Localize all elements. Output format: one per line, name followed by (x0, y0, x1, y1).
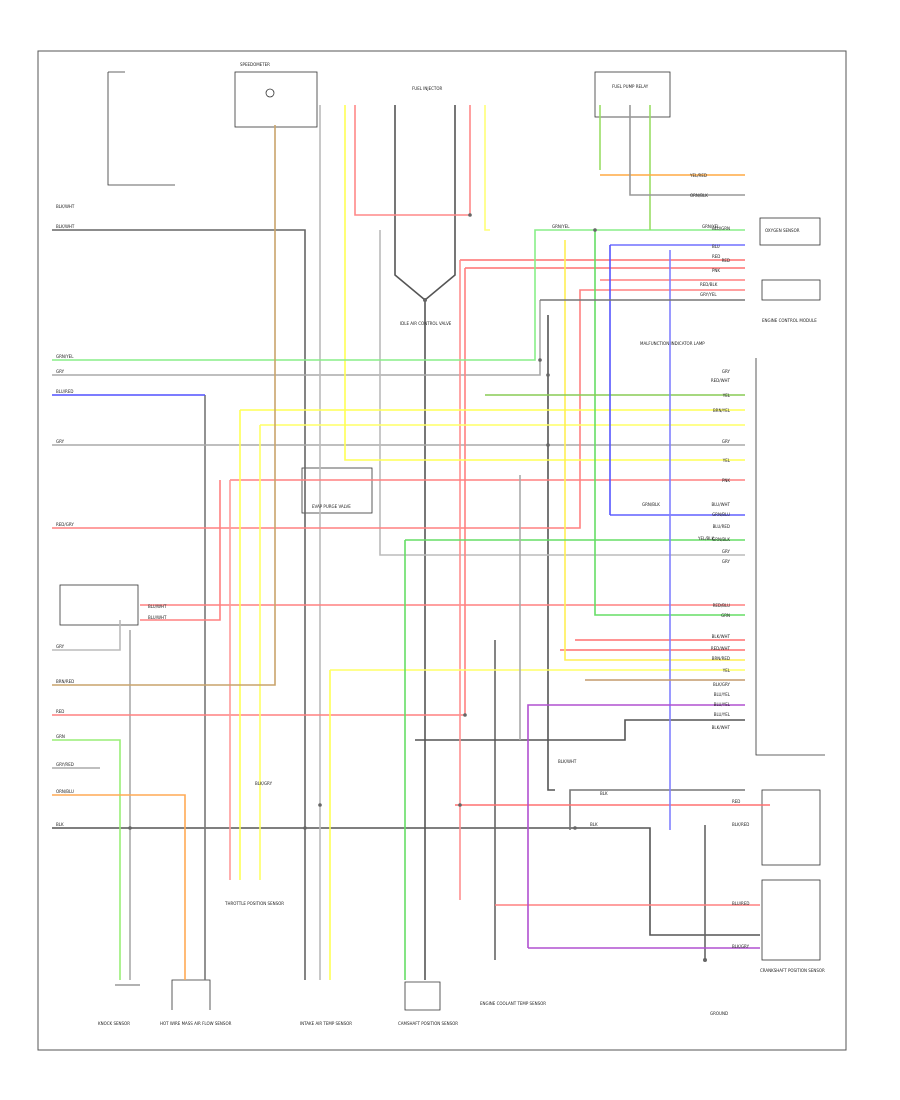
wire-label: GRY/YEL (700, 292, 717, 297)
left-label: GRN/YEL (56, 354, 74, 359)
component-oxygen-sensor: OXYGEN SENSOR (765, 228, 800, 233)
pin-label: YEL (722, 458, 731, 463)
wire-label: BLK/WHT (558, 759, 577, 764)
pin-label: BRN/RED (712, 656, 730, 661)
pin-label: BLK/WHT (712, 725, 731, 730)
component-iac-valve: IDLE AIR CONTROL VALVE (400, 321, 452, 326)
wire-label: BLU/RED (732, 901, 749, 906)
component-ground: GROUND (710, 1011, 728, 1016)
left-label: GRN (56, 734, 65, 739)
wire-label: BLU/WHT (148, 604, 167, 609)
pin-label: BLU/RED (713, 524, 730, 529)
component-ckp-sensor: CRANKSHAFT POSITION SENSOR (760, 968, 825, 973)
pin-label: RED/WHT (711, 378, 731, 383)
ecm-pin-labels: BLU/GRN RED GRY RED/WHT YEL BRN/YEL GRY … (711, 226, 731, 730)
pin-label: BLK/WHT (712, 634, 731, 639)
left-label: GRY/RED (56, 762, 74, 767)
pin-label: RED/BLU (713, 603, 731, 608)
wire-label: BLK (590, 822, 598, 827)
left-labels: BLK/WHT BLK/WHT GRN/YEL GRY BLU/RED GRY … (56, 204, 75, 827)
bottom-right-labels: BLK/WHT BLK RED BLK/RED BLK BLU/RED BLK/… (558, 759, 750, 949)
left-label: GRY (56, 644, 65, 649)
component-ecm: ENGINE CONTROL MODULE (762, 318, 817, 323)
wire-label: ORN/BLK (690, 193, 708, 198)
left-label: ORN/BLU (56, 789, 74, 794)
pin-label: PNK (722, 478, 730, 483)
left-label: BLK/WHT (56, 224, 75, 229)
pin-label: BLU/YEL (714, 712, 731, 717)
left-label: BLK (56, 822, 64, 827)
pin-label: RED/WHT (711, 646, 731, 651)
component-boxes (59, 71, 825, 1011)
component-maf-sensor: HOT WIRE MASS AIR FLOW SENSOR (160, 1021, 232, 1026)
component-ect-sensor: ENGINE COOLANT TEMP SENSOR (480, 1001, 546, 1006)
mid-labels: BLU/WHT BLU/WHT BLK/GRY YEL/BLK GRN/BLK (148, 502, 715, 786)
pin-label: BLU/YEL (714, 702, 731, 707)
pin-label: GRN (721, 613, 730, 618)
pin-label: BRN/YEL (713, 408, 731, 413)
wire-label: YEL/BLK (697, 536, 715, 541)
component-fuel-pump-relay: FUEL PUMP RELAY (612, 84, 649, 89)
wire-label: BLU/WHT (148, 615, 167, 620)
wire-label: GRN/YEL (702, 224, 720, 229)
pin-label: GRY (722, 439, 731, 444)
component-evap-valve: EVAP PURGE VALVE (312, 504, 351, 509)
wire-label: BLK/RED (732, 822, 749, 827)
top-right-labels: YEL/RED ORN/BLK GRN/YEL GRN/YEL BLU RED … (552, 173, 720, 297)
wire-label: PNK (712, 268, 720, 273)
pin-label: YEL (722, 668, 731, 673)
wire-label: RED/BLK (700, 282, 718, 287)
wire-label: GRN/BLK (642, 502, 660, 507)
wire-label: BLK/GRY (255, 781, 273, 786)
pin-label: GRY (722, 369, 731, 374)
component-iat-sensor: INTAKE AIR TEMP SENSOR (300, 1021, 352, 1026)
wires (52, 105, 770, 980)
left-label: BLU/RED (56, 389, 73, 394)
wire-label: BLU (712, 244, 720, 249)
wire-label: BLK/GRY (732, 944, 750, 949)
wire-label: YEL/RED (689, 173, 707, 178)
pin-label: BLU/WHT (712, 502, 731, 507)
component-cmp-sensor: CAMSHAFT POSITION SENSOR (398, 1021, 458, 1026)
pin-label: BLU/YEL (714, 692, 731, 697)
left-label: BLK/WHT (56, 204, 75, 209)
pin-label: YEL (722, 393, 731, 398)
wire-label: BLK (600, 791, 608, 796)
left-label: GRY (56, 369, 65, 374)
wire-label: RED (712, 254, 720, 259)
component-captions: KNOCK SENSOR HOT WIRE MASS AIR FLOW SENS… (98, 62, 825, 1026)
pin-label: GRN/BLU (712, 512, 730, 517)
wire-label: RED (732, 799, 740, 804)
left-label: GRY (56, 439, 65, 444)
component-mil: MALFUNCTION INDICATOR LAMP (640, 341, 705, 346)
component-tps: THROTTLE POSITION SENSOR (224, 901, 284, 906)
diagram-frame (37, 50, 847, 1051)
left-label: BRN/RED (56, 679, 74, 684)
component-speedometer: SPEEDOMETER (240, 62, 270, 67)
pin-label: RED (722, 258, 730, 263)
pin-label: GRY (722, 559, 731, 564)
component-fuel-injector: FUEL INJECTOR (412, 86, 443, 91)
left-label: RED/GRY (56, 522, 74, 527)
connectors (128, 213, 707, 962)
left-label: RED (56, 709, 64, 714)
pin-label: BLK/GRY (713, 682, 731, 687)
pin-label: GRN/BLK (712, 537, 730, 542)
pin-label: GRY (722, 549, 731, 554)
component-knock-sensor: KNOCK SENSOR (98, 1021, 130, 1026)
pin-label: BLU/GRN (712, 226, 730, 231)
wire-label: GRN/YEL (552, 224, 570, 229)
